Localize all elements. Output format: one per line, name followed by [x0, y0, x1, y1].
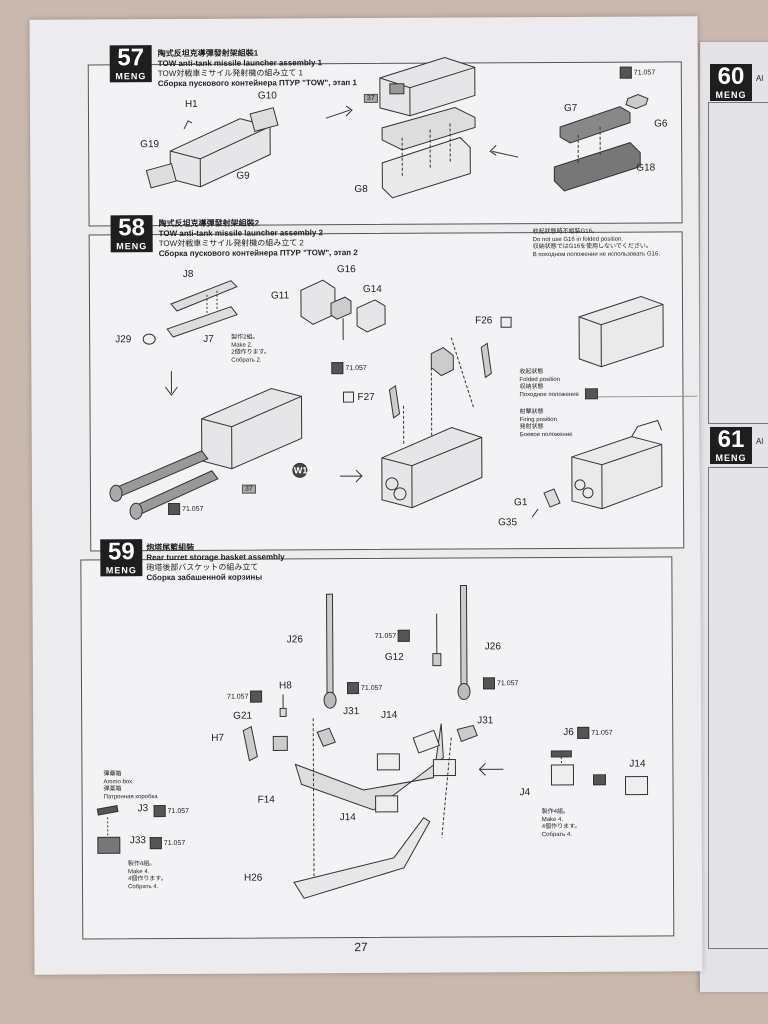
step-60-title-fragment: Al [756, 74, 764, 83]
part-J26-right: J26 [484, 641, 501, 653]
note-ja: 4個作ります。 [127, 876, 167, 883]
paint-swatch-icon [398, 629, 411, 642]
part-J6: J6 [563, 726, 574, 738]
paint-callout: 71.057 [577, 726, 613, 739]
paint-code: 71.057 [163, 839, 186, 847]
paint-swatch-icon [250, 690, 263, 703]
step-59-drawing [96, 584, 649, 899]
part-H7: H7 [211, 732, 225, 744]
step-61-panel [708, 467, 768, 949]
part-H26: H26 [243, 872, 263, 884]
step-58-drawing [109, 279, 698, 520]
paint-code: 71.057 [227, 693, 249, 701]
part-J14-right: J14 [629, 758, 646, 770]
instruction-page: 57 MENG 陶式反坦克導彈發射架組裝1 TOW anti-tank miss… [29, 16, 703, 975]
paint-callout: 71.057 [482, 677, 519, 690]
step-60-panel [708, 102, 768, 424]
part-J3: J3 [137, 803, 149, 815]
part-J26-left: J26 [286, 634, 303, 646]
paint-swatch-icon [149, 837, 162, 850]
step-57-drawing [145, 57, 649, 199]
paint-code: 71.057 [167, 807, 190, 815]
step-number: 60 [717, 63, 745, 90]
step-60-badge: 60 MENG [710, 64, 752, 101]
part-H8: H8 [278, 680, 292, 692]
part-J4: J4 [519, 787, 531, 799]
part-J33: J33 [129, 835, 146, 847]
part-J14-bottom: J14 [339, 812, 356, 824]
paint-callout: 71.057 [346, 682, 383, 695]
paint-callout: 71.057 [374, 629, 411, 642]
paint-callout: 71.057 [149, 837, 186, 850]
note-ja: 4個作ります。 [541, 823, 581, 831]
paint-swatch-icon [346, 682, 360, 695]
ammo-box-label: 彈藥箱 Ammo box 弾薬箱 Патронная коробка [103, 771, 157, 801]
facing-page: 60 MENG Al 61 MENG Al [700, 42, 768, 992]
paint-code: 71.057 [591, 729, 613, 737]
brand-label: MENG [715, 90, 747, 100]
label-ru: Патронная коробка [103, 793, 158, 800]
part-J14-top: J14 [381, 709, 398, 721]
paint-code: 71.057 [360, 684, 383, 692]
part-G12: G12 [384, 651, 404, 663]
paint-callout: 71.057 [153, 805, 190, 818]
make-4-note-left: 製作4組。 Make 4. 4個作ります。 Собрать 4. [128, 861, 167, 891]
paint-code: 71.057 [496, 679, 519, 687]
paint-code: 71.057 [374, 632, 397, 640]
paint-callout: 71.057 [227, 690, 263, 703]
page-number: 27 [354, 939, 368, 955]
step-number: 61 [717, 426, 745, 453]
part-J31-left: J31 [343, 706, 360, 718]
note-ru: Собрать 4. [128, 883, 159, 890]
note-ru: Собрать 4. [541, 831, 572, 838]
step-61-title-fragment: Al [756, 437, 764, 446]
part-J31-right: J31 [477, 715, 494, 727]
paint-swatch-icon [577, 726, 590, 739]
paint-swatch-icon [153, 805, 166, 818]
make-4-note-right: 製作4組。 Make 4. 4個作ります。 Собрать 4. [542, 809, 581, 839]
part-F14: F14 [257, 794, 275, 806]
brand-label: MENG [715, 453, 747, 463]
step-61-badge: 61 MENG [710, 427, 752, 464]
paint-swatch-icon [482, 677, 496, 690]
part-G21: G21 [233, 710, 253, 722]
